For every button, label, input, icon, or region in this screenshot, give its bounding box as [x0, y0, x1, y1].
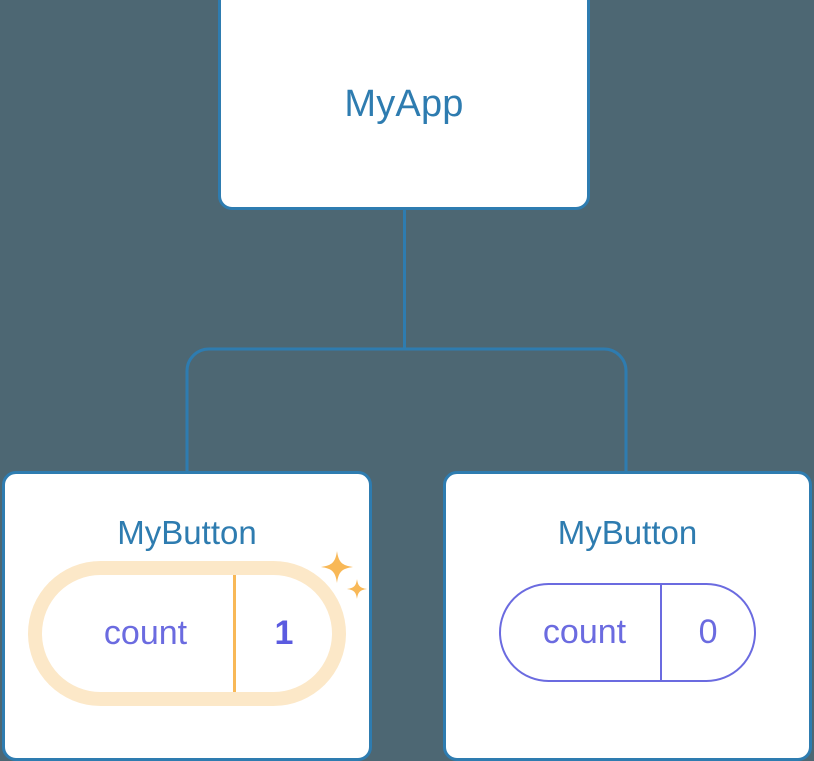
state-pill-key: count — [542, 613, 627, 651]
node-title: MyButton — [117, 514, 257, 551]
state-pill-key: count — [103, 614, 188, 652]
state-pill-value: 1 — [274, 614, 294, 652]
node-mybutton-left[interactable]: MyButton count 1 — [2, 471, 372, 761]
node-title: MyApp — [344, 83, 464, 125]
state-pill-value: 0 — [698, 613, 718, 651]
sparkle-small-icon — [347, 579, 367, 599]
node-title: MyButton — [557, 514, 698, 551]
state-pill-divider — [660, 585, 663, 680]
connector-branch-left — [185, 347, 405, 474]
connector-branch-right — [404, 347, 628, 474]
node-mybutton-right[interactable]: MyButton count 0 — [443, 471, 812, 761]
state-pill-wrapper: count 1 — [28, 551, 367, 706]
state-pill-count[interactable]: count 1 — [42, 575, 332, 692]
tree-connectors — [185, 210, 628, 474]
state-pill-count[interactable]: count 0 — [498, 583, 757, 682]
state-pill-wrapper: count 0 — [498, 583, 757, 682]
node-myapp[interactable]: MyApp — [218, 0, 590, 210]
state-pill-divider — [233, 575, 236, 692]
